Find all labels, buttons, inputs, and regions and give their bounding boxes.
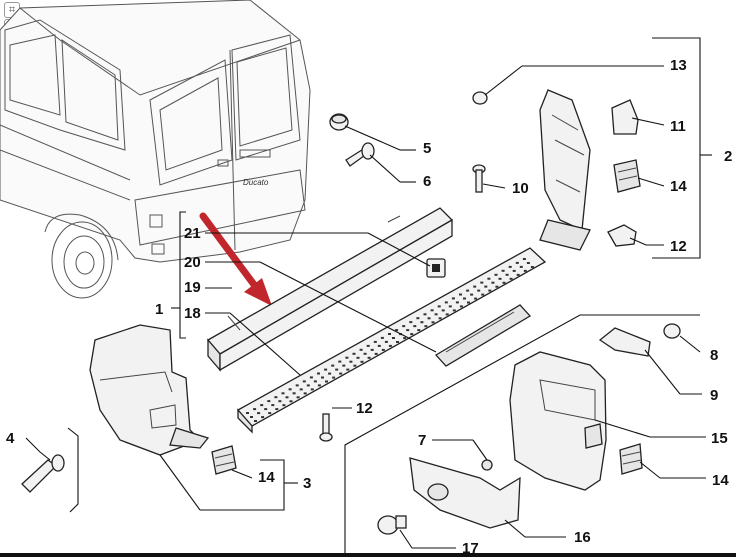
plug-13 bbox=[472, 91, 488, 105]
bracket-9 bbox=[598, 327, 651, 357]
screw-6 bbox=[345, 142, 375, 167]
leader-lines bbox=[25, 65, 706, 549]
callout-2: 2 bbox=[724, 148, 732, 165]
reflector-14-right bbox=[619, 443, 643, 475]
callout-12-upper: 12 bbox=[670, 238, 687, 255]
callout-4: 4 bbox=[6, 430, 15, 447]
callout-12-lower: 12 bbox=[356, 400, 373, 417]
callout-7: 7 bbox=[418, 432, 426, 449]
rear-cross-member bbox=[206, 207, 454, 372]
callout-10: 10 bbox=[512, 180, 529, 197]
callout-17: 17 bbox=[462, 540, 479, 557]
callout-14-left: 14 bbox=[258, 469, 275, 486]
callout-11: 11 bbox=[670, 118, 686, 135]
callout-14-upper: 14 bbox=[670, 178, 687, 195]
nut-7 bbox=[481, 459, 493, 471]
callout-1: 1 bbox=[155, 301, 163, 318]
callout-16: 16 bbox=[574, 529, 591, 546]
callout-21: 21 bbox=[184, 225, 201, 242]
callout-18: 18 bbox=[184, 305, 201, 322]
right-rear-bumper-end-bracket bbox=[539, 89, 591, 251]
bolt-10 bbox=[472, 164, 486, 193]
right-corner-bumper bbox=[509, 351, 607, 491]
callout-5: 5 bbox=[423, 140, 431, 157]
callout-6: 6 bbox=[423, 173, 431, 190]
callout-9: 9 bbox=[710, 387, 718, 404]
callout-8: 8 bbox=[710, 347, 718, 364]
clip-12-right bbox=[607, 224, 637, 247]
pin-4 bbox=[21, 454, 65, 493]
cap-nut-5 bbox=[329, 113, 349, 131]
reflector-strip bbox=[434, 304, 532, 367]
rear-step-plate bbox=[236, 247, 547, 434]
bolt-12 bbox=[319, 413, 333, 442]
end-cap-11 bbox=[611, 99, 639, 135]
reflector-14-upper bbox=[613, 159, 641, 193]
callout-14-right: 14 bbox=[712, 472, 729, 489]
callout-13: 13 bbox=[670, 57, 687, 74]
callout-15: 15 bbox=[711, 430, 728, 447]
reflector-14-left bbox=[211, 445, 237, 475]
knob-17 bbox=[377, 515, 407, 535]
left-corner-bumper bbox=[89, 324, 210, 456]
bottom-border bbox=[0, 553, 736, 557]
callout-labels: 1 2 3 4 5 6 7 8 9 10 11 12 12 13 14 14 1… bbox=[6, 57, 732, 557]
callout-3: 3 bbox=[303, 475, 311, 492]
red-arrow-indicator bbox=[199, 212, 272, 306]
van-badge-text: Ducato bbox=[243, 178, 269, 187]
cover-16 bbox=[409, 457, 521, 529]
cap-8 bbox=[663, 323, 681, 339]
callout-20: 20 bbox=[184, 254, 201, 271]
callout-19: 19 bbox=[184, 279, 201, 296]
retaining-clip-21 bbox=[426, 258, 446, 278]
van-rear-illustration: Ducato bbox=[0, 0, 311, 299]
